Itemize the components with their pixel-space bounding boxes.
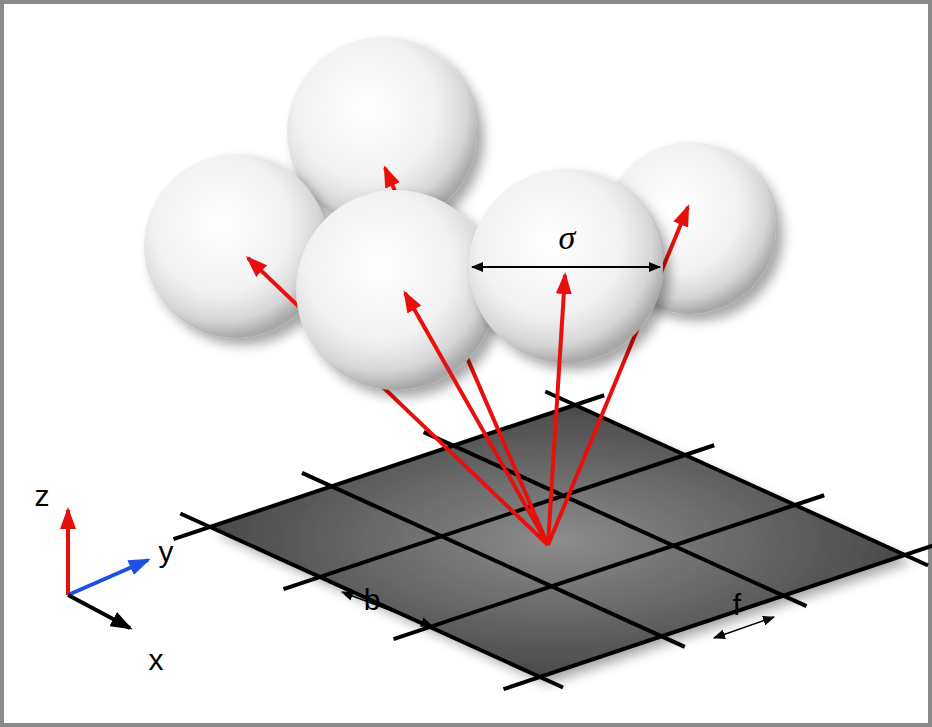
z-axis [66,510,70,595]
grid-line [394,495,825,639]
x-axis [68,595,130,628]
grid-line [174,395,605,539]
spacing-label: b [364,585,381,615]
axis-label: x [149,645,164,675]
sphere [296,190,496,390]
y-axis [68,560,148,595]
diameter-label: σ [559,221,576,255]
axis-label: z [35,481,50,511]
grid-line [180,514,563,688]
sphere [469,169,663,363]
spacing-dimension [714,617,774,638]
axis-label: y [159,537,174,567]
vector-arrow [548,275,565,545]
spacing-dimension [342,592,432,626]
grid-plane [210,405,905,677]
grid-line [504,545,932,689]
diameter-dimension [472,266,660,268]
grid-line [284,445,715,589]
spacing-label: f [733,590,741,620]
grid [174,392,932,690]
